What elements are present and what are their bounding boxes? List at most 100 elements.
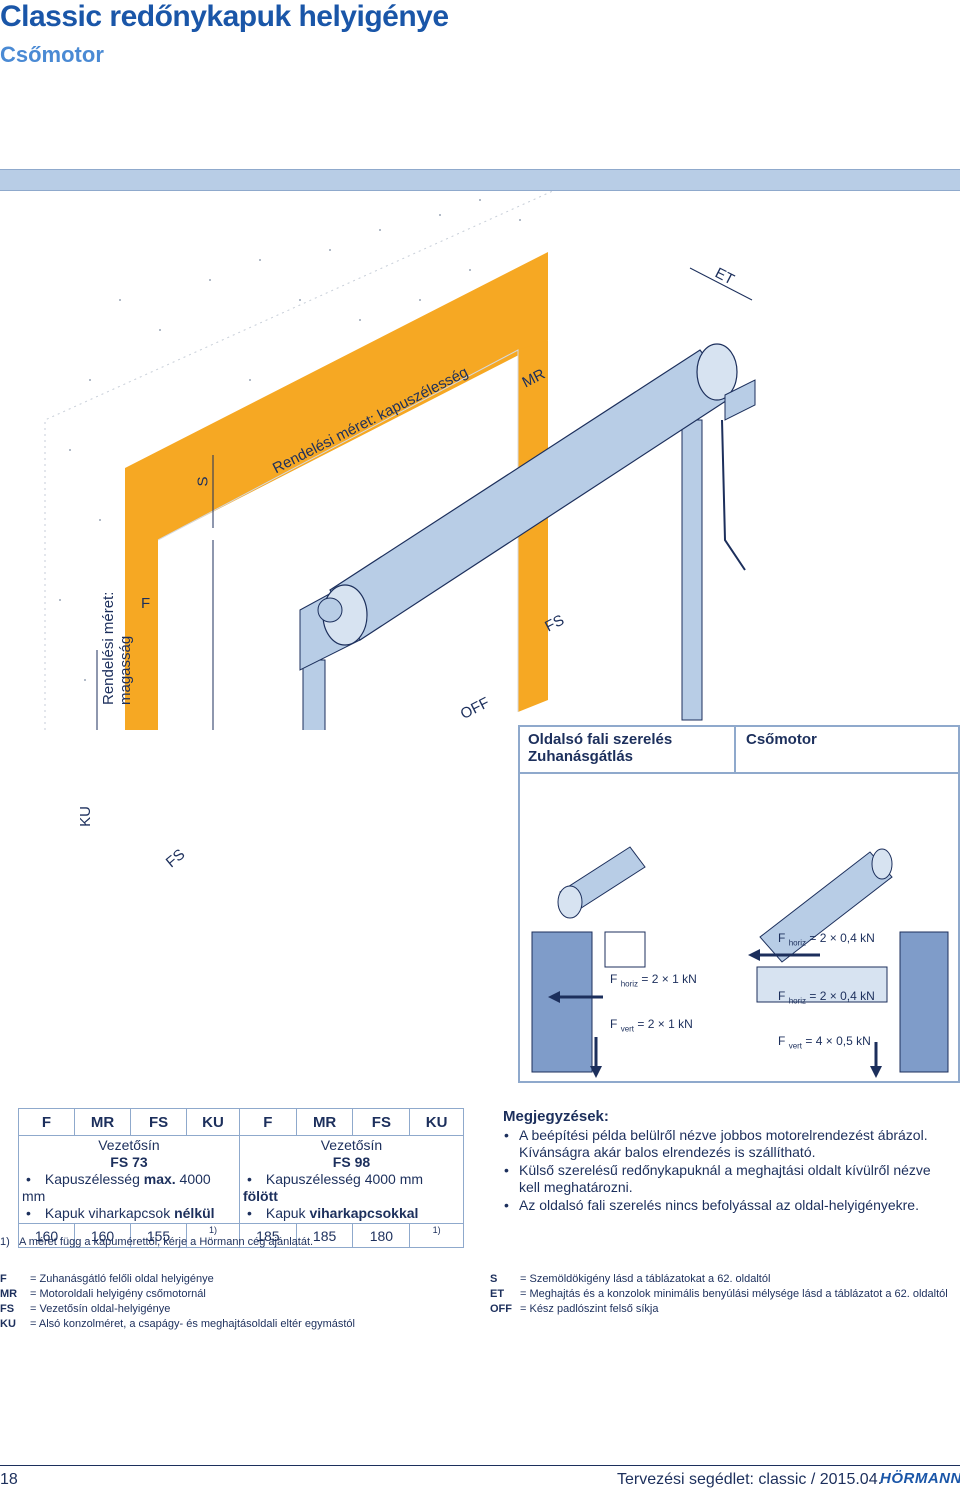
page-number: 18 — [0, 1471, 18, 1488]
force-right-horiz-top: F horiz = 2 × 0,4 kN — [778, 931, 875, 947]
inset-arrow-vert-left-head — [590, 1066, 602, 1078]
storm-pre: Kapuk — [265, 1205, 310, 1221]
value-cell: 160 — [74, 1223, 132, 1248]
legend-item: KU= Alsó konzolméret, a csapágy- és megh… — [0, 1317, 470, 1332]
footer-rule — [0, 1465, 960, 1466]
col-ku: KU — [186, 1108, 240, 1136]
force-f-sym: F — [778, 989, 786, 1003]
legend-key: OFF — [490, 1303, 512, 1315]
note-item: A beépítési példa belülről nézve jobbos … — [503, 1127, 953, 1161]
value-cell: 185 — [238, 1223, 297, 1248]
inset-header-right: Csőmotor — [746, 731, 817, 748]
legend-item: F = Zuhanásgátló felőli oldal helyigénye — [0, 1272, 470, 1287]
value-cell: 155 — [130, 1223, 188, 1248]
storm-bold: nélkül — [174, 1205, 215, 1221]
force-f-sym: F — [778, 1034, 786, 1048]
footer-doc-title: Tervezési segédlet: classic / 2015.04. — [617, 1471, 883, 1488]
force-right-horiz-mid: F horiz = 2 × 0,4 kN — [778, 989, 875, 1005]
force-sub: vert — [620, 1024, 635, 1034]
width-bold: fölött — [242, 1188, 278, 1204]
brand-logo: HÖRMANN — [880, 1470, 960, 1487]
inset-drawings — [531, 846, 949, 1078]
force-sub: vert — [788, 1041, 803, 1051]
force-value: = 2 × 0,4 kN — [809, 989, 875, 1003]
width-pre: Kapuszélesség — [44, 1171, 144, 1187]
inset-roller-right-end — [871, 848, 893, 880]
inset-header: Oldalsó fali szerelés Zuhanásgátlás Csőm… — [520, 727, 958, 774]
force-f-sym: F — [610, 972, 618, 986]
legend-item: MR= Motoroldali helyigény csőmotornál — [0, 1287, 470, 1302]
storm-pre: Kapuk viharkapcsok — [44, 1205, 175, 1221]
col-fs: FS — [352, 1108, 411, 1136]
value-cell: 1) — [409, 1223, 464, 1248]
inset-header-divider — [734, 727, 736, 772]
force-left-horiz: F horiz = 2 × 1 kN — [610, 972, 697, 988]
inset-arrow-vert-right-head — [870, 1066, 882, 1078]
col-f: F — [17, 1108, 76, 1136]
col-f: F — [238, 1108, 297, 1136]
force-value: = 2 × 1 kN — [641, 972, 697, 986]
et-dimension-line — [689, 267, 753, 301]
spec-table: F MR FS KU F MR FS KU Vezetősín FS 73 Ka… — [17, 1108, 465, 1248]
width-bold: max. — [143, 1171, 176, 1187]
notes-section: Megjegyzések: A beépítési példa belülről… — [503, 1108, 953, 1215]
legend-key: F — [0, 1273, 7, 1285]
legend-key: FS — [0, 1303, 15, 1315]
inset-header-left-line2: Zuhanásgátlás — [528, 748, 634, 765]
inset-wall-right — [899, 931, 949, 1073]
rail-label: Vezetősín — [98, 1137, 160, 1153]
value-cell: 160 — [17, 1223, 76, 1248]
rail-name: FS 73 — [110, 1154, 148, 1170]
legend-text: = Meghajtás és a konzolok minimális beny… — [520, 1288, 948, 1300]
label-ku: KU — [76, 806, 94, 827]
page-subtitle: Csőmotor — [0, 42, 104, 67]
wall-texture — [59, 199, 521, 681]
storm-line: Kapuk viharkapcsok nélkül — [22, 1205, 236, 1222]
col-fs: FS — [130, 1108, 188, 1136]
rail-name: FS 98 — [332, 1154, 371, 1170]
force-sub: horiz — [620, 979, 639, 989]
storm-line: Kapuk viharkapcsokkal — [243, 1205, 460, 1222]
footnote-text: A méret függ a kapumérettől, kérje a Hör… — [18, 1236, 314, 1248]
spec-right-info: Vezetősín FS 98 Kapuszélesség 4000 mm fö… — [238, 1135, 465, 1224]
width-line: Kapuszélesség max. 4000 mm — [22, 1171, 236, 1205]
rail-label: Vezetősín — [320, 1137, 383, 1153]
installation-drawing — [44, 190, 756, 730]
force-f-sym: F — [778, 931, 786, 945]
legend-text: = Zuhanásgátló felőli oldal helyigénye — [30, 1273, 214, 1285]
legend-item: S = Szemöldökigény lásd a táblázatokat a … — [490, 1272, 960, 1287]
wall-edge — [44, 190, 556, 730]
bearing-icon — [317, 597, 343, 623]
footnote: 1) A méret függ a kapumérettől, kérje a … — [0, 1236, 313, 1248]
legend-left: F= Zuhanásgátló felőli oldal helyigénye … — [0, 1272, 470, 1332]
opening-edge — [157, 349, 519, 712]
legend-text: = Vezetősín oldal-helyigénye — [30, 1303, 171, 1315]
inset-roller-left-end — [557, 885, 583, 919]
legend-item: OFF= Kész padlószint felső síkja — [490, 1302, 960, 1317]
spec-left-info: Vezetősín FS 73 Kapuszélesség max. 4000 … — [18, 1135, 240, 1224]
inset-bracket-left — [604, 931, 646, 968]
width-pre: Kapuszélesség 4000 mm — [265, 1171, 424, 1187]
guide-rail-right — [681, 419, 703, 721]
guide-rail-left — [302, 659, 326, 730]
force-sub: horiz — [788, 996, 807, 1006]
note-item: Külső szerelésű redőnykapuknál a meghajt… — [503, 1162, 953, 1196]
legend-text: = Szemöldökigény lásd a táblázatokat a 6… — [520, 1273, 771, 1285]
inset-roller-side — [756, 966, 888, 1003]
spec-info-row: Vezetősín FS 73 Kapuszélesség max. 4000 … — [18, 1135, 465, 1224]
crank-handle-icon — [721, 419, 746, 571]
inset-header-left-line1: Oldalsó fali szerelés — [528, 731, 673, 748]
door-frame-left — [125, 252, 548, 730]
legend-key: S — [490, 1273, 498, 1285]
label-f: F — [141, 595, 151, 612]
value-cell: 185 — [295, 1223, 354, 1248]
label-order-height: Rendelési méret: magasság — [100, 591, 134, 705]
col-mr: MR — [74, 1108, 132, 1136]
legend-item: ET = Meghajtás és a konzolok minimális be… — [490, 1287, 960, 1302]
spec-value-row: 160 160 155 1) 185 185 180 1) — [17, 1223, 464, 1248]
header-band — [0, 169, 960, 191]
legend-key: ET — [490, 1288, 505, 1300]
page-title: Classic redőnykapuk helyigénye — [0, 0, 449, 33]
inset-header-left: Oldalsó fali szerelés Zuhanásgátlás — [528, 731, 672, 765]
value-cell: 180 — [352, 1223, 411, 1248]
